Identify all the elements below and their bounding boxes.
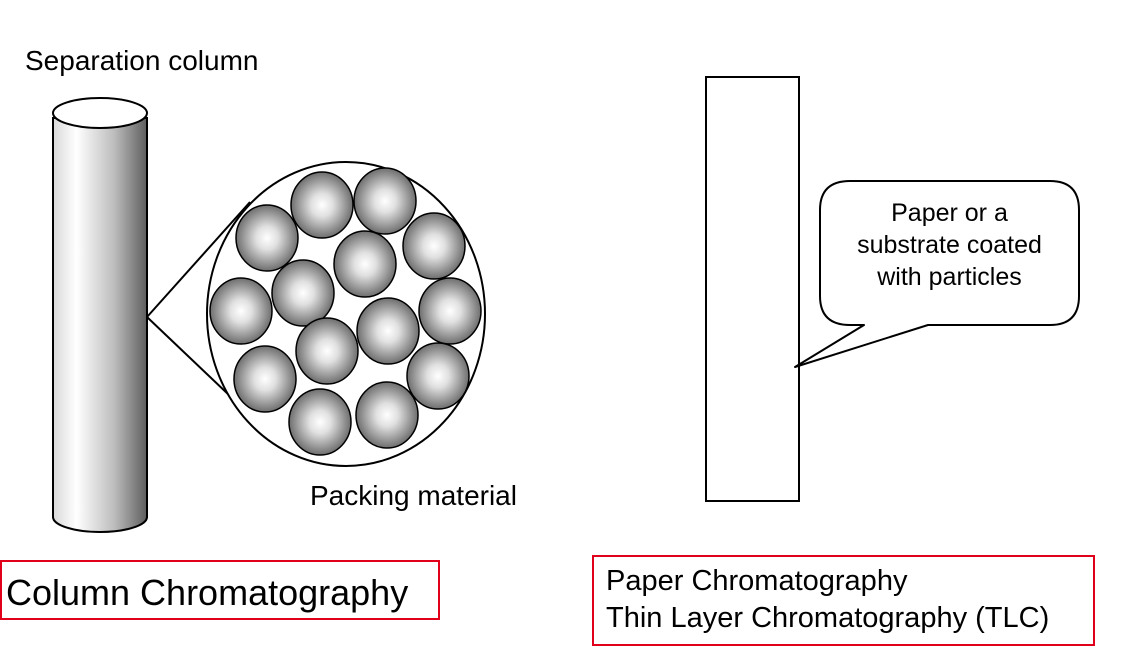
particle bbox=[233, 345, 297, 413]
particle bbox=[406, 342, 470, 410]
callout-line: with particles bbox=[877, 263, 1022, 291]
particle bbox=[402, 212, 466, 280]
particle bbox=[290, 171, 354, 239]
column-chromatography-box: Column Chromatography bbox=[0, 560, 440, 620]
packing-material-label: Packing material bbox=[310, 480, 517, 511]
packing-particles bbox=[209, 167, 482, 456]
particle bbox=[235, 204, 299, 272]
particle bbox=[288, 388, 352, 456]
paper-chromatography-box: Paper Chromatography Thin Layer Chromato… bbox=[592, 555, 1095, 646]
callout-line: substrate coated bbox=[857, 231, 1042, 259]
particle bbox=[355, 381, 419, 449]
particle bbox=[295, 317, 359, 385]
callout-line: Paper or a bbox=[891, 199, 1008, 227]
callout-bubble bbox=[794, 180, 1080, 368]
particle bbox=[209, 277, 273, 345]
particle bbox=[356, 297, 420, 365]
paper-chromatography-title: Paper Chromatography bbox=[606, 565, 908, 597]
tlc-title: Thin Layer Chromatography (TLC) bbox=[606, 602, 1050, 634]
particle bbox=[353, 167, 417, 235]
particle bbox=[271, 259, 335, 327]
particle bbox=[333, 230, 397, 298]
callout-text: Paper or a substrate coated with particl… bbox=[822, 197, 1077, 293]
paper-strip bbox=[705, 76, 800, 502]
separation-column bbox=[52, 97, 148, 533]
separation-column-label: Separation column bbox=[25, 45, 259, 76]
column-chromatography-title: Column Chromatography bbox=[6, 572, 409, 613]
particle bbox=[418, 277, 482, 345]
